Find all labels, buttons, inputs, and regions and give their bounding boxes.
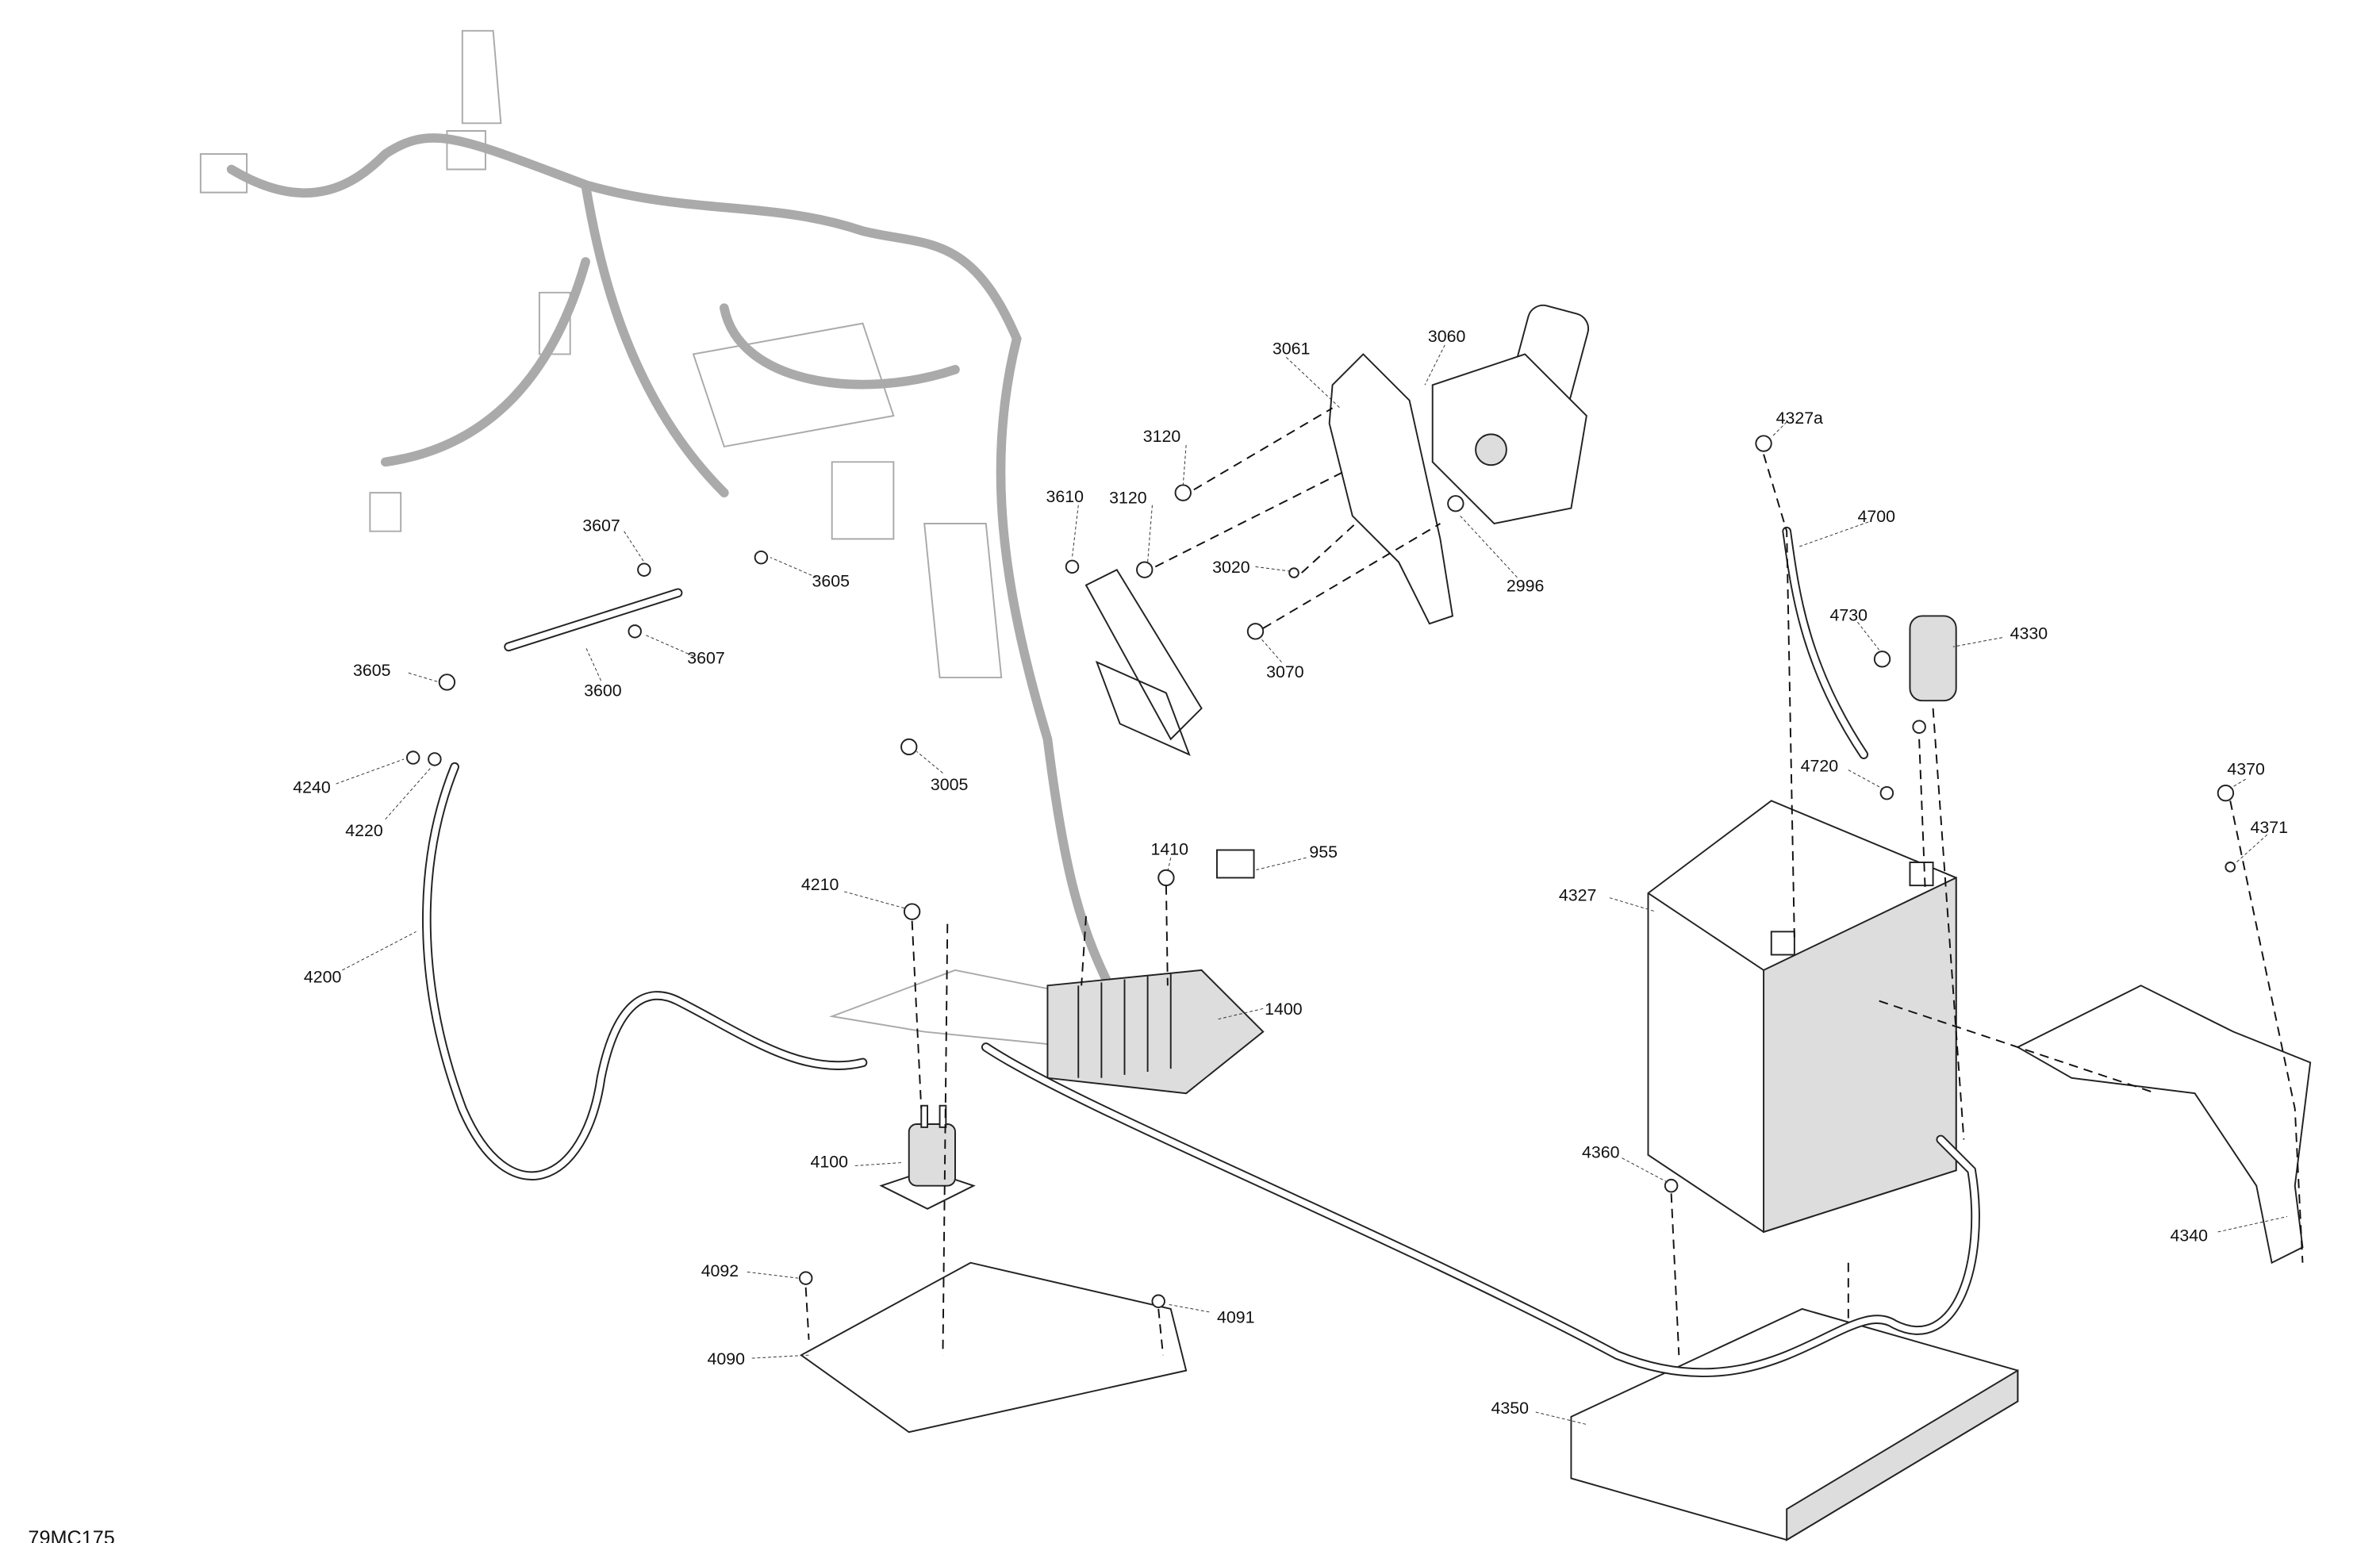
fuse-box bbox=[1084, 568, 1203, 756]
callout-4360: 4360 bbox=[1582, 1143, 1620, 1162]
diagram-code: 79MC175 bbox=[28, 1527, 114, 1543]
callout-3070: 3070 bbox=[1266, 662, 1304, 681]
voltage-regulator-1400 bbox=[1046, 969, 1265, 1095]
wiring-harness-ghost bbox=[199, 29, 1114, 1048]
callout-3610: 3610 bbox=[1046, 487, 1084, 506]
callout-4240: 4240 bbox=[293, 778, 331, 797]
callout-3061: 3061 bbox=[1273, 339, 1310, 358]
callout-3020: 3020 bbox=[1212, 558, 1250, 577]
callout-955: 955 bbox=[1309, 843, 1338, 862]
bracket-3061 bbox=[1328, 353, 1454, 625]
callout-4370: 4370 bbox=[2227, 759, 2265, 778]
callout-3600: 3600 bbox=[584, 681, 622, 700]
callout-3005: 3005 bbox=[931, 775, 968, 794]
callout-1410: 1410 bbox=[1151, 839, 1189, 858]
fasteners bbox=[405, 435, 2236, 1308]
callout-3120: 3120 bbox=[1109, 489, 1147, 508]
callout-4100: 4100 bbox=[811, 1152, 849, 1171]
solenoid-tray-4090 bbox=[800, 1261, 1188, 1434]
callout-4327a: 4327a bbox=[1776, 409, 1823, 428]
callout-3607: 3607 bbox=[582, 516, 620, 535]
leader-lines bbox=[336, 344, 2288, 1426]
callout-3605: 3605 bbox=[353, 661, 390, 680]
cable-4200 bbox=[422, 762, 868, 1180]
callout-4350: 4350 bbox=[1491, 1399, 1529, 1418]
callout-1400: 1400 bbox=[1265, 1000, 1303, 1019]
callout-2996: 2996 bbox=[1507, 576, 1544, 595]
callout-4200: 4200 bbox=[304, 967, 342, 986]
callout-4210: 4210 bbox=[801, 875, 839, 894]
callout-3120: 3120 bbox=[1143, 427, 1181, 446]
callout-4091: 4091 bbox=[1217, 1307, 1254, 1326]
cable-4700 bbox=[1782, 526, 1869, 759]
callout-4371: 4371 bbox=[2250, 818, 2287, 837]
callout-4700: 4700 bbox=[1857, 507, 1895, 526]
callout-labels: 3061 3060 3120 3120 3610 3607 3605 3020 … bbox=[293, 327, 2288, 1418]
callout-4330: 4330 bbox=[2010, 624, 2048, 643]
callout-4092: 4092 bbox=[701, 1261, 739, 1280]
callout-4340: 4340 bbox=[2171, 1226, 2209, 1246]
callout-4720: 4720 bbox=[1801, 757, 1839, 776]
assembly-lines bbox=[804, 407, 2304, 1356]
callout-3605: 3605 bbox=[812, 572, 849, 591]
callout-4090: 4090 bbox=[707, 1349, 745, 1368]
starter-solenoid-4100 bbox=[879, 1104, 976, 1210]
callout-4220: 4220 bbox=[345, 821, 383, 840]
battery-4327 bbox=[1647, 800, 1957, 1234]
terminal-cap-4330 bbox=[1909, 615, 1957, 702]
callout-3607: 3607 bbox=[687, 649, 724, 668]
callout-3060: 3060 bbox=[1428, 327, 1466, 346]
battery-tray-side bbox=[1786, 1368, 2019, 1541]
callout-4327: 4327 bbox=[1559, 886, 1596, 905]
actuator-motor-3060 bbox=[1431, 304, 1590, 525]
callout-4730: 4730 bbox=[1830, 605, 1868, 624]
